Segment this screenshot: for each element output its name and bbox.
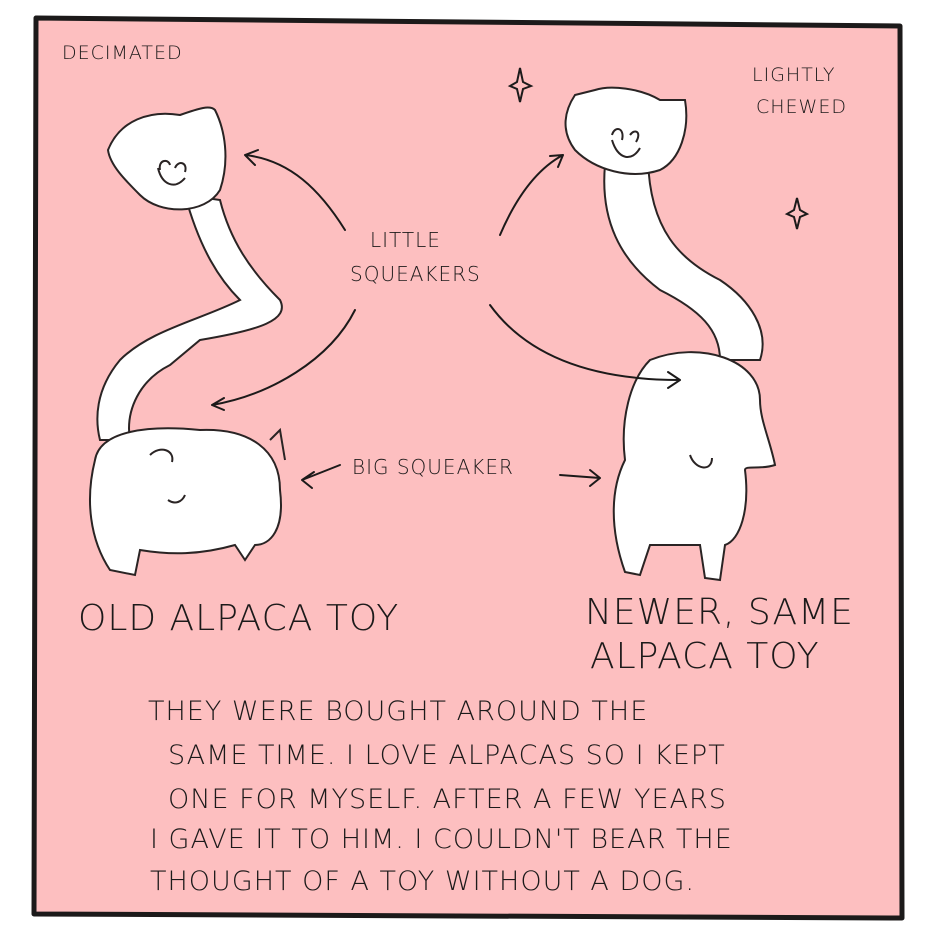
little-squeakers-label-line1: LITTLE (370, 228, 441, 252)
panel-background (31, 15, 905, 921)
arrow-to-old-body (301, 464, 341, 489)
sparkle-icon (507, 67, 534, 103)
arrow-to-new-neck (489, 304, 681, 389)
decimated-label: DECIMATED (62, 42, 183, 64)
arrow-to-old-head (244, 149, 346, 231)
new-toy-label-line2: ALPACA TOY (590, 636, 820, 677)
old-toy-label: OLD ALPACA TOY (78, 598, 400, 639)
lightly-chewed-label-line1: LIGHTLY (752, 64, 836, 86)
little-squeakers-label-line2: SQUEAKERS (350, 262, 481, 286)
lightly-chewed-label-line2: CHEWED (756, 96, 847, 118)
arrow-to-new-body (559, 469, 601, 487)
arrow-to-old-neck (211, 309, 356, 411)
sparkle-icon (784, 197, 810, 230)
newer-alpaca-toy-illustration (564, 86, 777, 582)
caption-line: ONE FOR MYSELF. AFTER A FEW YEARS (168, 784, 727, 815)
caption-line: THOUGHT OF A TOY WITHOUT A DOG. (150, 866, 696, 897)
big-squeaker-label: BIG SQUEAKER (352, 455, 514, 479)
caption-line: I GAVE IT TO HIM. I COULDN'T BEAR THE (150, 824, 733, 855)
old-alpaca-toy-illustration (89, 106, 286, 577)
new-toy-label-line1: NEWER, SAME (585, 592, 854, 633)
arrow-to-new-head (499, 154, 564, 236)
arrows (211, 149, 681, 489)
caption-line: SAME TIME. I LOVE ALPACAS SO I KEPT (168, 740, 726, 771)
caption-line: THEY WERE BOUGHT AROUND THE (148, 696, 649, 727)
